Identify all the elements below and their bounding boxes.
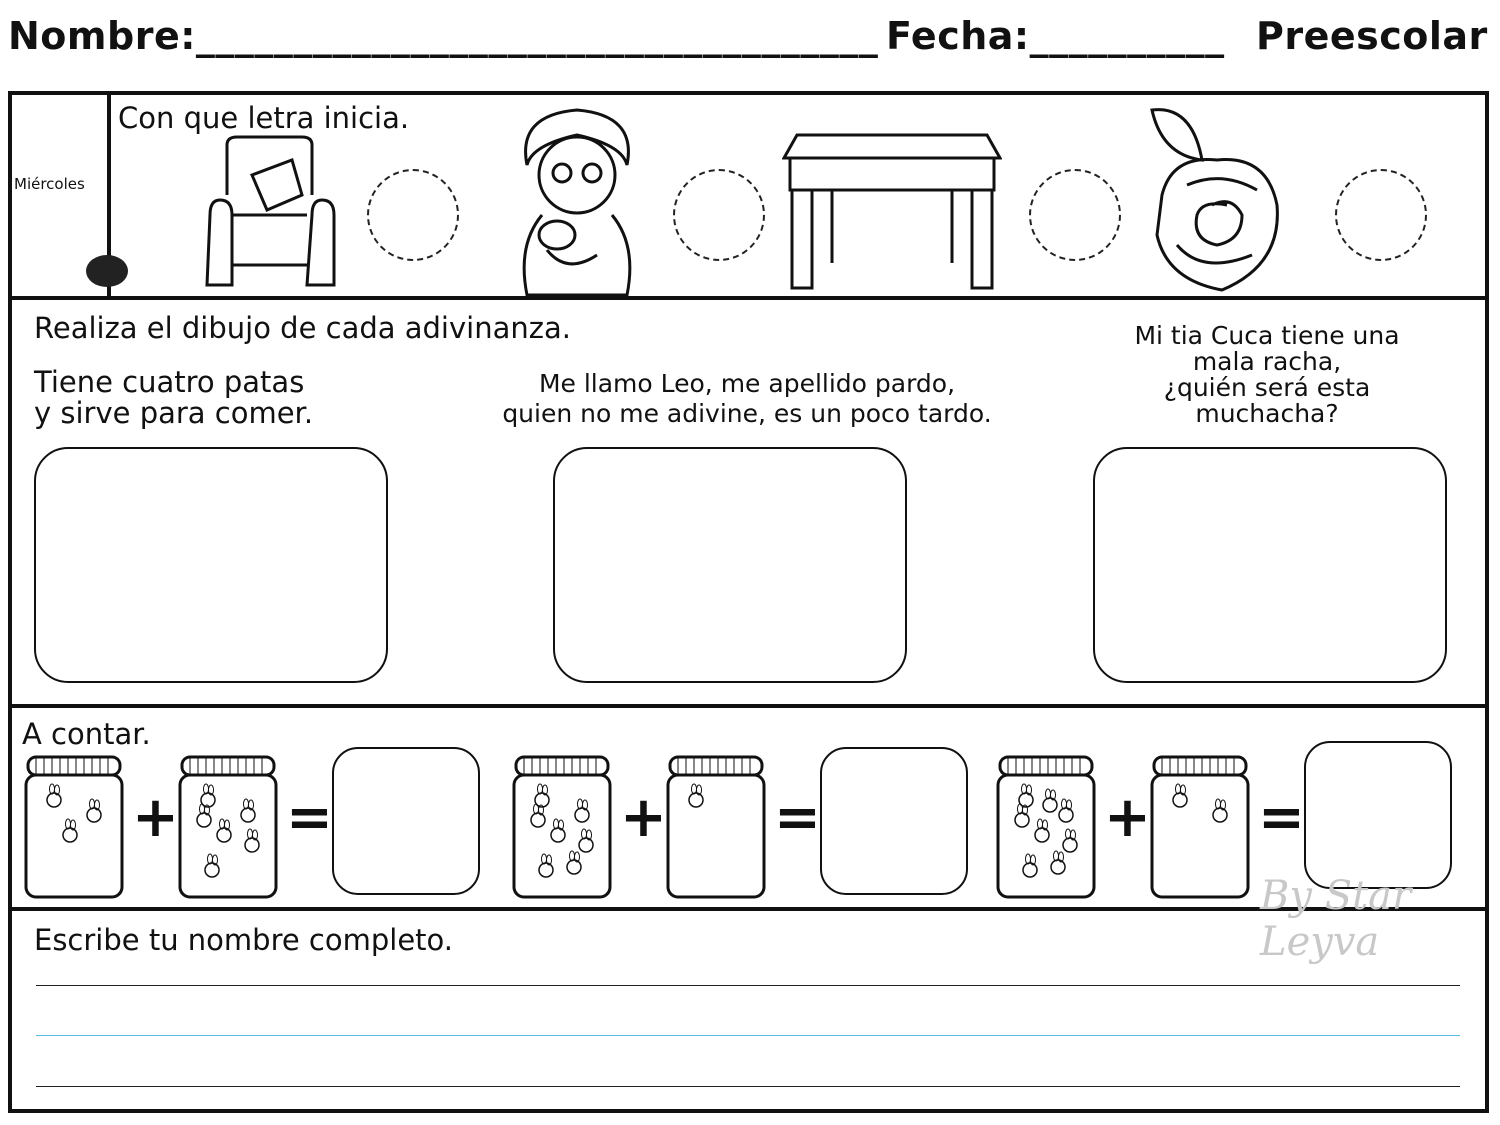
riddle-2: Me llamo Leo, me apellido pardo,quien no… [462, 369, 1032, 429]
apple-icon [1018, 783, 1034, 808]
apple-icon [566, 850, 582, 875]
apple-icon [200, 783, 216, 808]
riddle-line: mala racha, [1192, 347, 1342, 376]
apple-icon [196, 803, 212, 828]
jar-2-b [666, 755, 766, 899]
writing-line-top[interactable] [36, 985, 1460, 986]
section1-title: Con que letra inicia. [118, 101, 410, 135]
riddle-line: ¿quién será esta [1163, 373, 1371, 402]
plus-sign: + [132, 785, 179, 850]
apple-icon [1212, 798, 1228, 823]
apple-icon [550, 818, 566, 843]
writing-line-middle[interactable] [36, 1035, 1460, 1036]
apple-icon [1014, 803, 1030, 828]
equals-sign: = [1258, 785, 1305, 850]
answer-box-1[interactable] [332, 747, 480, 895]
divider [12, 296, 1485, 300]
day-label: Miércoles [14, 175, 85, 193]
jar-3-a [996, 755, 1096, 899]
writing-line-bottom[interactable] [36, 1086, 1460, 1087]
apple-icon [240, 798, 256, 823]
plus-sign: + [620, 785, 667, 850]
letter-circle-2[interactable] [673, 169, 765, 261]
apple-icon [1022, 853, 1038, 878]
jar-1-a [24, 755, 124, 899]
rose-icon [1150, 108, 1279, 292]
apple-icon [1058, 798, 1074, 823]
apple-icon [1050, 850, 1066, 875]
riddle-line: Mi tia Cuca tiene una [1134, 321, 1400, 350]
plus-sign: + [1104, 785, 1151, 850]
drawing-box-1[interactable] [34, 447, 388, 683]
section4-title: Escribe tu nombre completo. [34, 923, 453, 957]
apple-icon [204, 853, 220, 878]
equals-sign: = [774, 785, 821, 850]
apple-icon [62, 818, 78, 843]
logo [86, 255, 128, 287]
level-label: Preescolar [1256, 14, 1488, 58]
letter-circle-4[interactable] [1335, 169, 1427, 261]
table-icon [782, 133, 1002, 290]
drawing-box-2[interactable] [553, 447, 907, 683]
watermark: By Star Leyva [1260, 873, 1412, 965]
letter-circle-3[interactable] [1029, 169, 1121, 261]
drawing-box-3[interactable] [1093, 447, 1447, 683]
worksheet-frame: Miércoles Con que letra inicia. Realiza … [8, 91, 1489, 1113]
answer-box-2[interactable] [820, 747, 968, 895]
divider [12, 907, 1485, 911]
riddle-line: y sirve para comer. [34, 396, 314, 430]
apple-icon [578, 828, 594, 853]
apple-icon [86, 798, 102, 823]
apple-icon [1042, 788, 1058, 813]
section3-title: A contar. [22, 717, 151, 751]
apple-icon [574, 798, 590, 823]
apple-icon [1034, 818, 1050, 843]
letter-circle-1[interactable] [367, 169, 459, 261]
apple-icon [534, 783, 550, 808]
jar-1-b [178, 755, 278, 899]
riddle-line: Tiene cuatro patas [34, 365, 305, 399]
riddle-line: quien no me adivine, es un poco tardo. [502, 399, 992, 428]
apple-icon [244, 828, 260, 853]
date-field-label: Fecha:__________ [886, 14, 1225, 58]
divider [12, 704, 1485, 708]
riddle-line: muchacha? [1195, 399, 1339, 428]
equals-sign: = [286, 785, 333, 850]
grandmother-baby-icon [522, 108, 632, 297]
apple-icon [46, 783, 62, 808]
jar-2-a [512, 755, 612, 899]
apple-icon [538, 853, 554, 878]
apple-icon [216, 818, 232, 843]
apple-icon [1062, 828, 1078, 853]
apple-icon [1172, 783, 1188, 808]
chair-icon [205, 135, 336, 287]
answer-box-3[interactable] [1304, 741, 1452, 889]
name-field-label: Nombre:_________________________________… [8, 14, 879, 58]
section2-title: Realiza el dibujo de cada adivinanza. [34, 311, 571, 345]
riddle-line: Me llamo Leo, me apellido pardo, [538, 369, 956, 398]
jar-3-b [1150, 755, 1250, 899]
apple-icon [530, 803, 546, 828]
apple-icon [688, 783, 704, 808]
day-divider [107, 95, 111, 297]
